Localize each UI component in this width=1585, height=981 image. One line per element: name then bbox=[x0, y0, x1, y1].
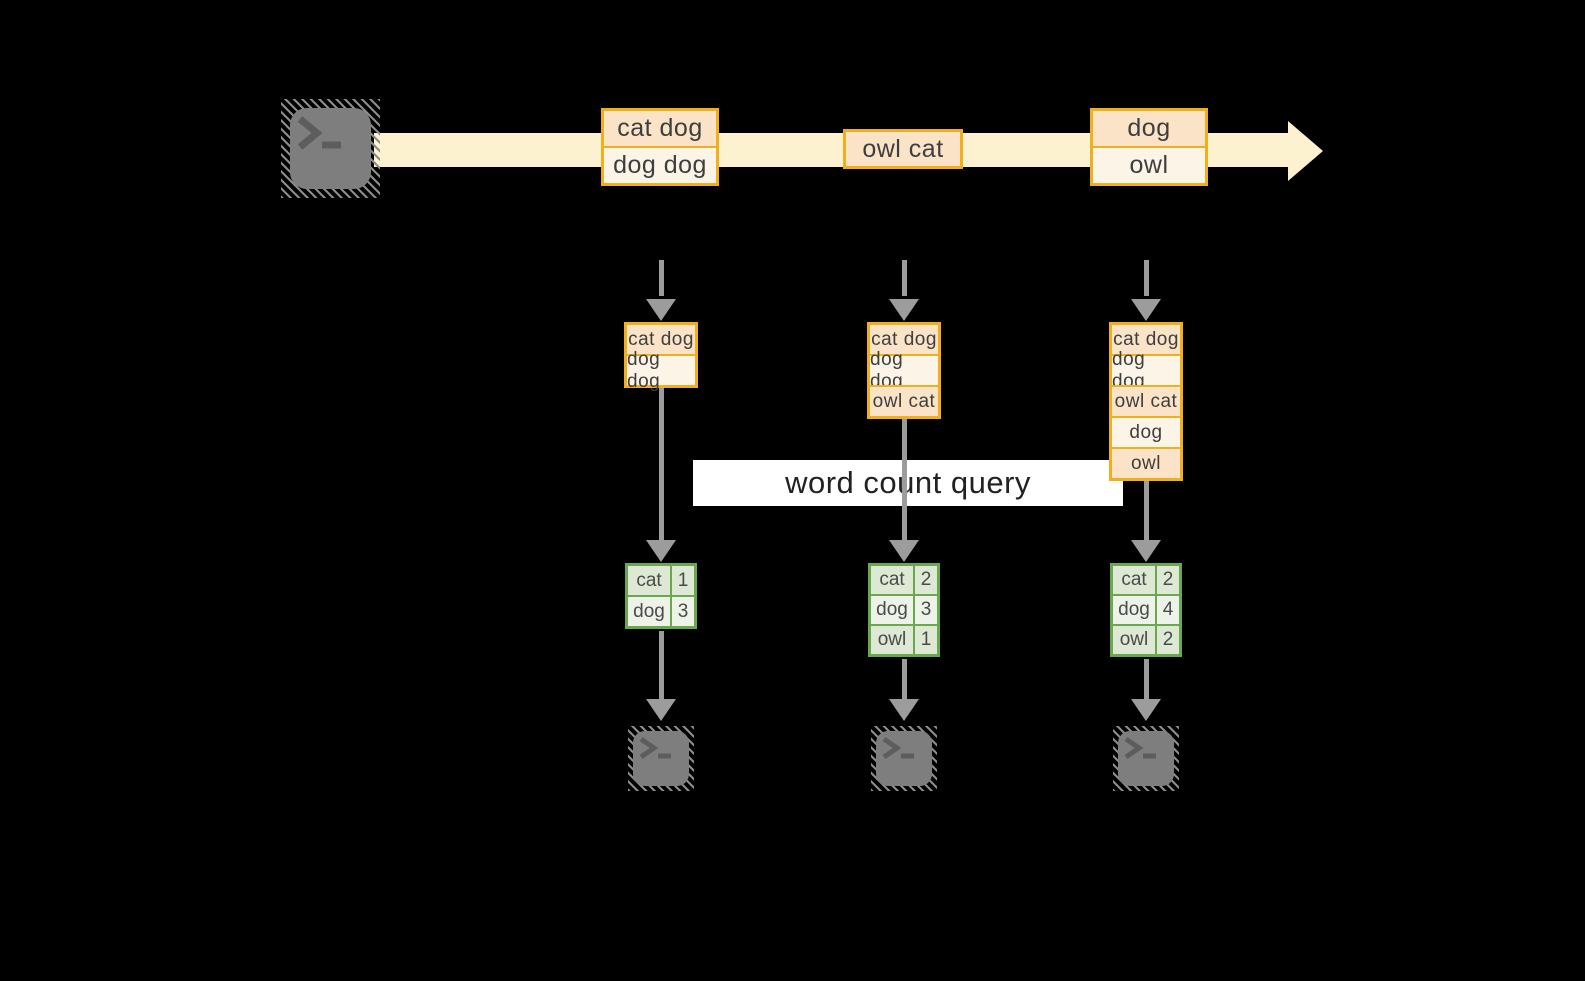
count-cell: 1 bbox=[672, 566, 694, 595]
terminal-prompt-glyph-icon bbox=[1124, 736, 1156, 760]
word-count-query-label: word count query bbox=[693, 460, 1123, 506]
trigger-arrow-dash bbox=[659, 260, 664, 296]
buffer-row: owl cat bbox=[1112, 385, 1180, 416]
output-arrow-line bbox=[659, 631, 664, 700]
terminal-window bbox=[876, 731, 932, 786]
batch-row: owl bbox=[1093, 146, 1205, 183]
source-terminal-icon bbox=[281, 99, 380, 198]
batch-row: cat dog bbox=[604, 111, 716, 146]
query-arrow-line bbox=[902, 419, 907, 541]
output-arrowhead-icon bbox=[1131, 699, 1161, 721]
buffer-row: dog dog bbox=[627, 349, 695, 392]
count-cell: 2 bbox=[915, 566, 937, 594]
output-arrow-line bbox=[902, 659, 907, 700]
trigger-arrowhead-icon bbox=[646, 299, 676, 321]
output-arrowhead-icon bbox=[889, 699, 919, 721]
buffer-row: owl cat bbox=[870, 385, 938, 416]
buffer-row: cat dog bbox=[627, 325, 695, 354]
word-cell: dog bbox=[628, 597, 670, 626]
count-cell: 2 bbox=[1157, 566, 1179, 594]
batch-row: owl cat bbox=[846, 132, 960, 166]
word-cell: cat bbox=[871, 566, 913, 594]
input-buffer-1: cat dog dog dog bbox=[624, 322, 698, 392]
query-arrow-line bbox=[659, 388, 664, 541]
query-arrowhead-icon bbox=[889, 540, 919, 562]
count-cell: 2 bbox=[1157, 626, 1179, 654]
stream-batch-3: dog owl bbox=[1090, 108, 1208, 186]
sink-terminal-icon bbox=[628, 726, 694, 791]
trigger-arrow-dash bbox=[902, 260, 907, 296]
trigger-arrowhead-icon bbox=[889, 299, 919, 321]
word-cell: owl bbox=[1113, 626, 1155, 654]
count-cell: 4 bbox=[1157, 596, 1179, 624]
sink-terminal-icon bbox=[1113, 726, 1179, 791]
trigger-arrow-dash bbox=[1144, 260, 1149, 296]
terminal-prompt-glyph-icon bbox=[882, 736, 914, 760]
count-cell: 3 bbox=[915, 596, 937, 624]
result-table-3: cat 2 dog 4 owl 2 bbox=[1110, 563, 1182, 657]
buffer-row: dog bbox=[1112, 416, 1180, 447]
buffer-row: cat dog bbox=[870, 325, 938, 354]
stream-timeline-arrowhead-icon bbox=[1288, 121, 1323, 181]
result-table-2: cat 2 dog 3 owl 1 bbox=[868, 563, 940, 657]
stream-batch-2: owl cat bbox=[843, 129, 963, 169]
word-cell: cat bbox=[1113, 566, 1155, 594]
buffer-row: cat dog bbox=[1112, 325, 1180, 354]
word-cell: dog bbox=[1113, 596, 1155, 624]
terminal-prompt-glyph-icon bbox=[639, 736, 671, 760]
word-cell: cat bbox=[628, 566, 670, 595]
buffer-row: dog dog bbox=[1112, 349, 1180, 392]
word-cell: dog bbox=[871, 596, 913, 624]
stream-batch-1: cat dog dog dog bbox=[601, 108, 719, 186]
buffer-row: dog dog bbox=[870, 349, 938, 392]
input-buffer-3: cat dog dog dog owl cat dog owl bbox=[1109, 322, 1183, 481]
terminal-window bbox=[633, 731, 689, 786]
sink-terminal-icon bbox=[871, 726, 937, 791]
trigger-arrowhead-icon bbox=[1131, 299, 1161, 321]
terminal-prompt-glyph-icon bbox=[297, 116, 341, 150]
buffer-row: owl bbox=[1112, 447, 1180, 478]
terminal-window bbox=[290, 108, 371, 189]
terminal-window bbox=[1118, 731, 1174, 786]
output-arrow-line bbox=[1144, 659, 1149, 700]
output-arrowhead-icon bbox=[646, 699, 676, 721]
count-cell: 1 bbox=[915, 626, 937, 654]
input-buffer-2: cat dog dog dog owl cat bbox=[867, 322, 941, 419]
batch-row: dog dog bbox=[604, 146, 716, 183]
query-arrowhead-icon bbox=[646, 540, 676, 562]
query-arrow-line bbox=[1144, 481, 1149, 541]
word-cell: owl bbox=[871, 626, 913, 654]
result-table-1: cat 1 dog 3 bbox=[625, 563, 697, 629]
batch-row: dog bbox=[1093, 111, 1205, 146]
query-arrowhead-icon bbox=[1131, 540, 1161, 562]
count-cell: 3 bbox=[672, 597, 694, 626]
